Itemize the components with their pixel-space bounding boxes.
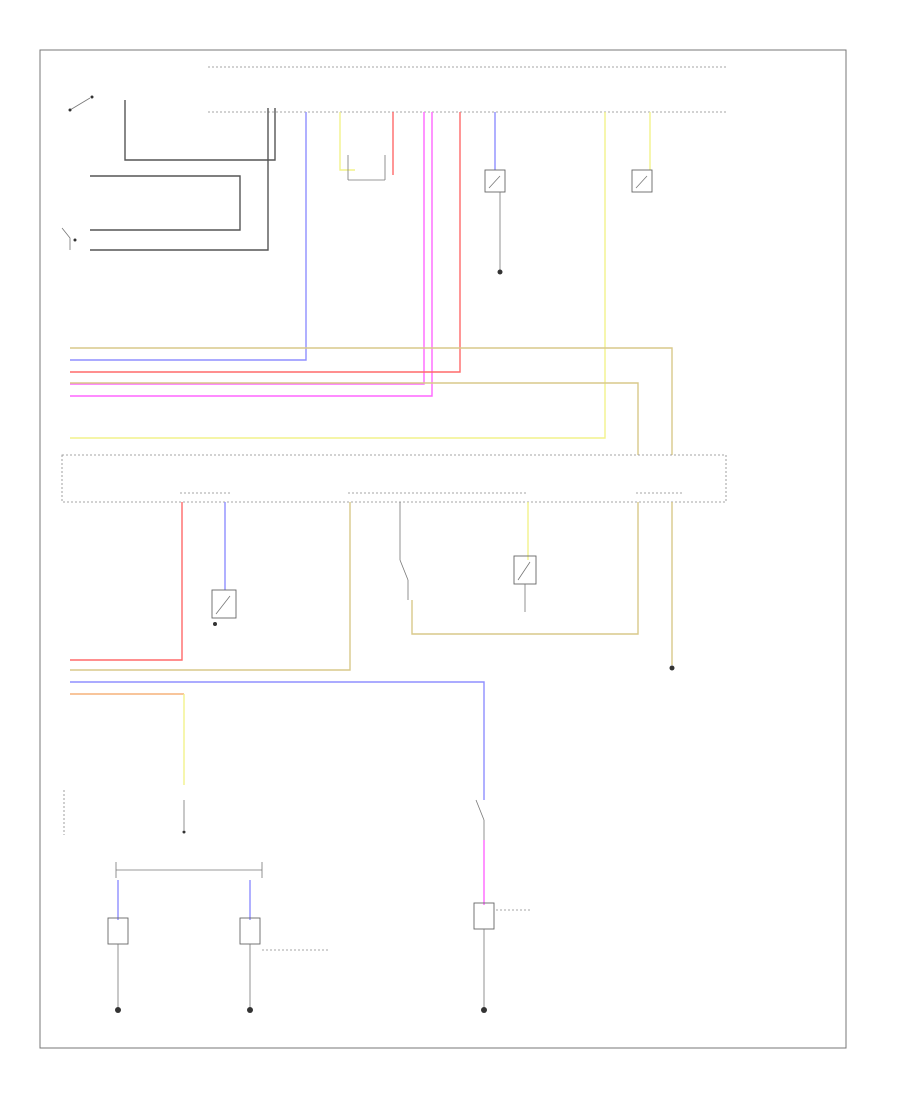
wire-tan-ground-mid	[411, 502, 639, 635]
switch-bottom-right	[475, 799, 485, 840]
wire-blue-top	[70, 112, 307, 361]
wire-tan-mid	[70, 502, 351, 671]
wire-tan-a	[70, 347, 673, 455]
connector-block-left	[61, 108, 269, 251]
temp-sensor-bottom	[473, 902, 530, 1013]
wire-pink-top-b	[70, 112, 433, 397]
wire-blue-horizontal	[70, 681, 485, 800]
wire-red-mid	[70, 502, 183, 661]
pressure-switch-mid	[211, 589, 237, 626]
middle-bus	[61, 454, 727, 503]
wire-pink-top-a	[70, 112, 425, 385]
brake-switch-mid	[399, 502, 409, 600]
pressure-switch-mid-right	[513, 555, 537, 612]
pressure-switch-top	[631, 169, 653, 193]
sensor-switch-top	[484, 169, 506, 275]
wire-red-long	[70, 112, 461, 373]
wire-yellow-top-a	[339, 112, 355, 171]
speed-sensor-right	[239, 917, 330, 1013]
speed-sensor-left	[107, 917, 129, 1013]
ground-mid-right	[669, 665, 675, 671]
range-sensor-top	[347, 155, 386, 181]
wire-ignition-feed	[124, 100, 276, 161]
wire-tan-b	[70, 382, 639, 455]
wire-yellow-long	[70, 112, 606, 439]
diagram-frame	[39, 49, 847, 1049]
ignition-switch	[68, 95, 94, 112]
switch-bottom-left	[182, 800, 186, 834]
